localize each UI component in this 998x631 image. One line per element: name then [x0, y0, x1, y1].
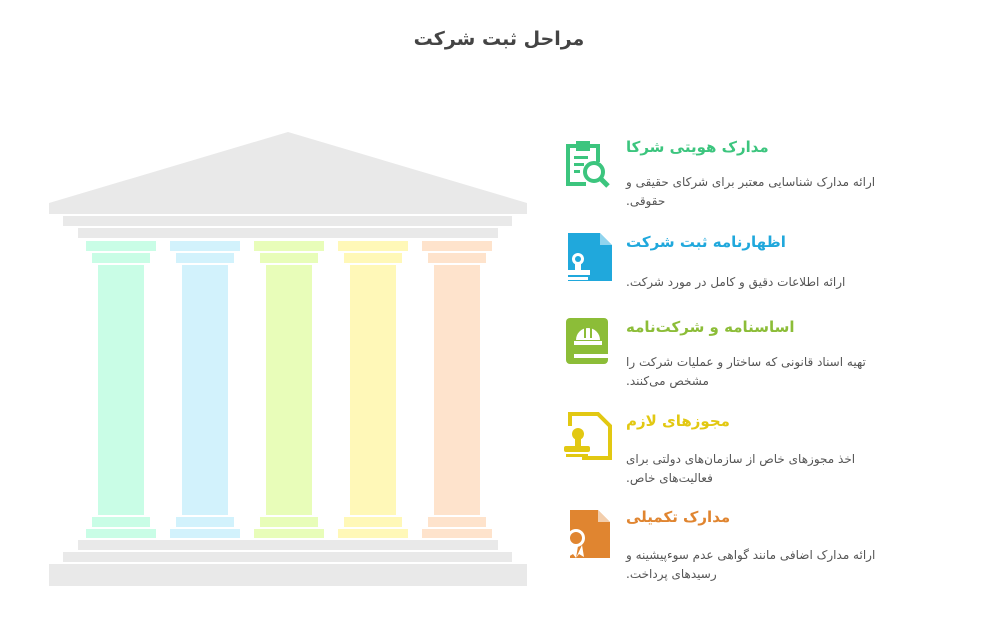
pillar-capital-3: [254, 241, 324, 251]
step-title: مجوزهای لازم: [626, 412, 730, 430]
pillar-base-2: [170, 529, 240, 538]
pillar-shaft-1: [98, 265, 144, 515]
temple-roof: [49, 132, 527, 214]
pillar-capital-ring-1: [92, 253, 150, 263]
step-description: اخذ مجوزهای خاص از سازمان‌های دولتی برای…: [626, 452, 856, 485]
roof-beam-lower: [78, 228, 498, 238]
pillar-base-ring-1: [92, 517, 150, 527]
pillar-capital-1: [86, 241, 156, 251]
clipboard-search-icon: [566, 141, 610, 188]
pillar-capital-5: [422, 241, 492, 251]
book-helmet-icon: [566, 318, 608, 364]
pillar-shaft-4: [350, 265, 396, 515]
step-title: مدارک هویتی شرکا: [626, 138, 769, 156]
step-description: تهیه اسناد قانونی که ساختار و عملیات شرک…: [626, 355, 866, 388]
pillar-shaft-2: [182, 265, 228, 515]
pillar-capital-ring-3: [260, 253, 318, 263]
pillar-shaft-3: [266, 265, 312, 515]
step-title: اظهارنامه ثبت شرکت: [626, 233, 786, 251]
step-description: ارائه اطلاعات دقیق و کامل در مورد شرکت.: [626, 275, 846, 289]
pillar-capital-ring-4: [344, 253, 402, 263]
pillar-base-ring-3: [260, 517, 318, 527]
base-step-middle: [63, 552, 512, 562]
pillar-shaft-5: [434, 265, 480, 515]
pillar-base-3: [254, 529, 324, 538]
pillar-base-ring-5: [428, 517, 486, 527]
pillar-base-ring-2: [176, 517, 234, 527]
document-stamp-icon: [566, 233, 612, 281]
step-title: مدارک تکمیلی: [626, 508, 731, 526]
step-description: ارائه مدارک اضافی مانند گواهی عدم سوءپیش…: [626, 548, 876, 581]
pillar-base-5: [422, 529, 492, 538]
step-description: ارائه مدارک شناسایی معتبر برای شرکای حقی…: [626, 175, 876, 208]
pillar-base-1: [86, 529, 156, 538]
document-stamp-outline-icon: [564, 412, 612, 460]
pillar-base-ring-4: [344, 517, 402, 527]
page-title: مراحل ثبت شرکت: [413, 28, 585, 50]
step-title: اساسنامه و شرکت‌نامه: [626, 318, 795, 336]
pillar-capital-ring-5: [428, 253, 486, 263]
pillar-base-4: [338, 529, 408, 538]
base-step-bottom: [49, 564, 527, 586]
roof-beam-upper: [63, 216, 512, 226]
pillar-capital-2: [170, 241, 240, 251]
pillar-capital-4: [338, 241, 408, 251]
document-certificate-icon: [567, 510, 610, 558]
pillar-capital-ring-2: [176, 253, 234, 263]
base-step-top: [78, 540, 498, 550]
